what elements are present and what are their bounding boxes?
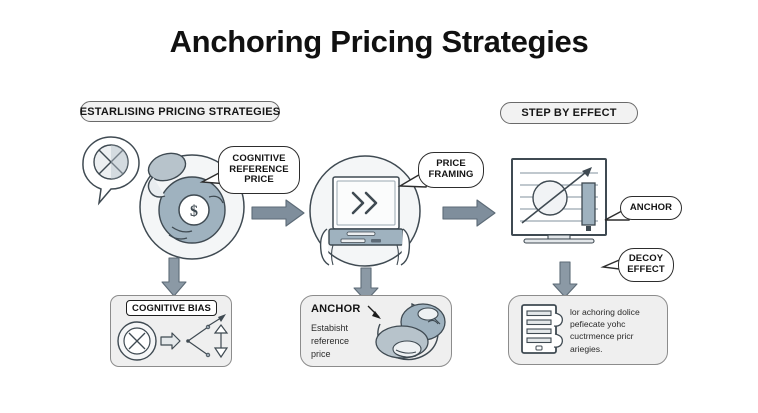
branch-decision-icon bbox=[186, 314, 229, 359]
document-body-line-2: pefiecate yohc bbox=[570, 319, 626, 330]
anchor-card-illustration bbox=[367, 302, 446, 361]
anchor-card-body: Estabisht reference price bbox=[311, 322, 371, 361]
anchor-pointer-arrow-icon bbox=[367, 305, 381, 319]
callout-line-3: PRICE bbox=[244, 174, 274, 186]
anchor-body-line-2: reference bbox=[311, 336, 350, 347]
arrow-right-stage1-stage2 bbox=[251, 199, 305, 227]
cognitive-bias-label[interactable]: COGNITIVE BIAS bbox=[126, 300, 217, 316]
crossed-circle-icon bbox=[117, 321, 157, 361]
arrow-right-icon bbox=[160, 332, 181, 350]
callout-price-framing[interactable]: PRICE FRAMING bbox=[418, 152, 484, 188]
arrow-right-stage2-stage3 bbox=[442, 199, 496, 227]
stage3-label-text: STEP BY EFFECT bbox=[521, 107, 617, 119]
callout-line-1: DECOY bbox=[628, 253, 664, 265]
page-title: Anchoring Pricing Strategies bbox=[169, 24, 589, 59]
arrow-down-to-anchor-card bbox=[353, 267, 379, 302]
growth-chart-icon bbox=[511, 158, 607, 244]
anchor-card-label: ANCHOR bbox=[311, 303, 361, 315]
callout-cognitive-reference-price[interactable]: COGNITIVE REFERENCE PRICE bbox=[218, 146, 300, 194]
svg-text:$: $ bbox=[190, 203, 198, 220]
document-body-line-4: ariegies. bbox=[570, 343, 603, 354]
callout-line-2: EFFECT bbox=[627, 264, 665, 275]
crossed-circle-icon bbox=[82, 136, 140, 206]
arrow-down-to-cognitive-bias bbox=[161, 257, 187, 297]
stage2-illustration bbox=[309, 155, 421, 267]
document-body-line-3: cuctrmence pricr bbox=[570, 331, 634, 342]
callout-anchor[interactable]: ANCHOR bbox=[620, 196, 682, 220]
callout-line-1: COGNITIVE bbox=[232, 153, 286, 165]
anchor-body-line-3: price bbox=[311, 349, 331, 360]
arrow-down-to-document-card bbox=[552, 261, 578, 298]
callout-line-1: ANCHOR bbox=[629, 201, 673, 213]
document-card-body: lor achoring dolice pefiecate yohc cuctr… bbox=[570, 306, 662, 355]
tablet-chevron-icon bbox=[309, 155, 421, 267]
stage1-label-text: ESTARLISING PRICING STRATEGIES bbox=[79, 105, 281, 118]
person-coin-icon bbox=[375, 302, 446, 361]
document-body-line-1: lor achoring dolice bbox=[570, 307, 640, 317]
cognitive-bias-illustration bbox=[117, 314, 229, 361]
stage3-illustration bbox=[511, 158, 607, 244]
callout-line-2: REFERENCE bbox=[229, 163, 289, 175]
stage-label-step-by-effect[interactable]: STEP BY EFFECT bbox=[500, 102, 638, 124]
document-lines-icon bbox=[521, 304, 563, 354]
callout-line-1: PRICE bbox=[436, 158, 466, 170]
cognitive-bias-label-text: COGNITIVE BIAS bbox=[132, 302, 211, 314]
anchor-body-line-1: Estabisht bbox=[311, 323, 349, 333]
callout-decoy-effect[interactable]: DECOY EFFECT bbox=[618, 248, 674, 282]
callout-line-2: FRAMING bbox=[428, 169, 474, 180]
stage-label-establishing-pricing-strategies[interactable]: ESTARLISING PRICING STRATEGIES bbox=[80, 101, 280, 122]
